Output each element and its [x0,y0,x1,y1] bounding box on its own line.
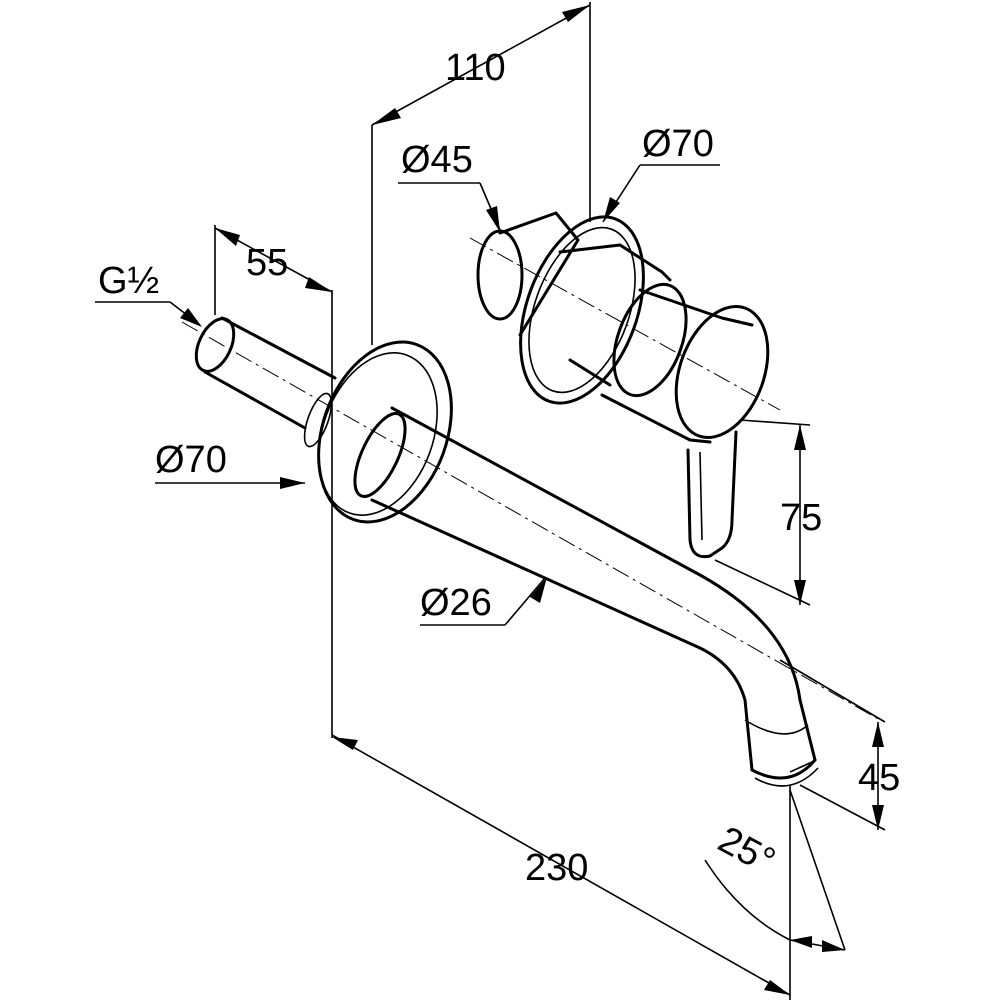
valve-rosette-diameter-label: Ø70 [642,123,714,165]
dim-55-label: 55 [246,242,288,284]
valve-body [476,211,770,559]
dim-45-label: 45 [858,757,900,799]
dim-230-label: 230 [525,847,588,889]
dimension-labels: 110 55 G½ Ø45 Ø70 Ø70 Ø26 75 45 230 25° [98,47,900,889]
spout [353,406,819,787]
dimension-lines [95,2,886,1000]
arrowheads [180,5,884,995]
thread-label: G½ [98,260,159,302]
dim-75-label: 75 [780,497,822,539]
spout-diameter-label: Ø26 [420,582,492,624]
spout-rosette [303,340,453,524]
spout-rosette-diameter-label: Ø70 [155,439,227,481]
center-lines [181,237,881,721]
dim-110-label: 110 [445,47,506,89]
angle-label: 25° [711,819,781,883]
wall-pipe [194,316,337,430]
handle-diameter-label: Ø45 [401,139,473,181]
